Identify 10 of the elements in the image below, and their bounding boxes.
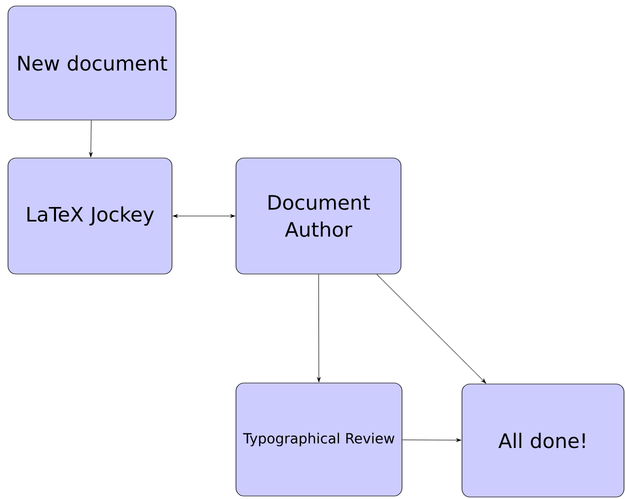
process-box: New document (8, 6, 176, 120)
arrow (89, 120, 93, 158)
arrow (402, 438, 462, 442)
process-box: LaTeX Jockey (8, 158, 172, 274)
process-box: Document Author (236, 158, 402, 274)
arrow (317, 274, 321, 382)
process-box: Typographical Review (236, 382, 402, 496)
process-box: All done! (462, 384, 624, 498)
arrow (172, 214, 236, 218)
arrow (376, 274, 486, 384)
